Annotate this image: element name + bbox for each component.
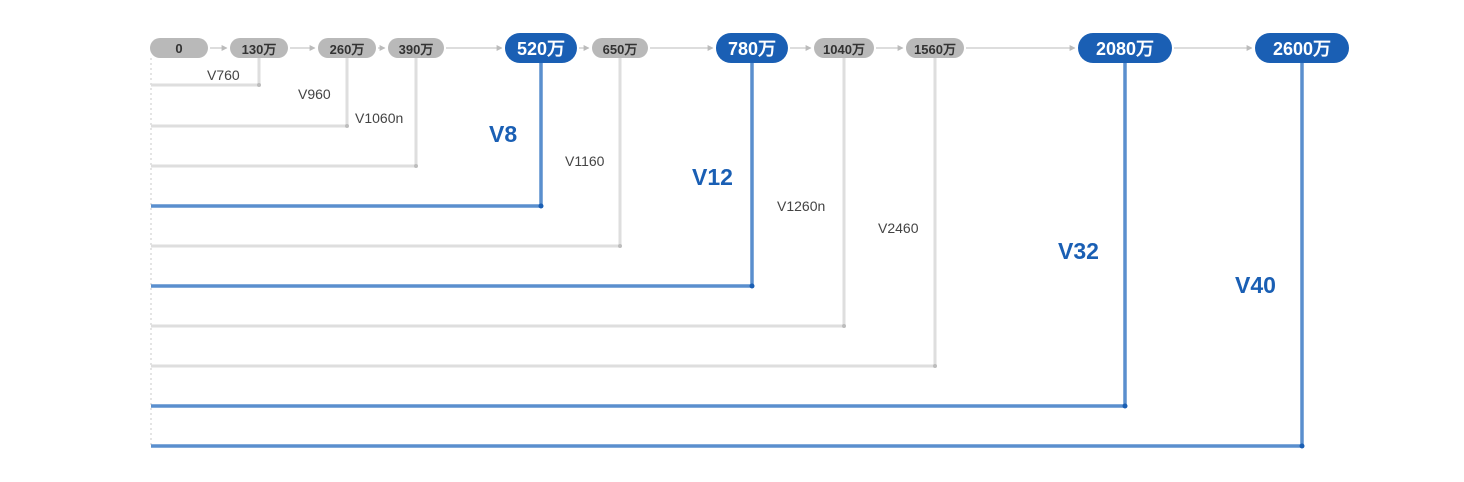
- connector-corner-dot: [414, 164, 418, 168]
- connector-corner-dot: [257, 83, 261, 87]
- connector-v32: [151, 58, 1127, 408]
- milestone-pill: 1040万: [814, 38, 874, 58]
- milestone-pill: 520万: [504, 33, 578, 63]
- milestone-pill: 390万: [388, 38, 444, 58]
- milestone-pill: 2600万: [1255, 33, 1349, 63]
- connector-corner-dot: [933, 364, 937, 368]
- version-label: V1060n: [355, 110, 404, 126]
- connector-corner-dot: [618, 244, 622, 248]
- connector-corner-dot: [1299, 443, 1305, 449]
- milestone-pill: 650万: [592, 38, 648, 58]
- version-label: V1260n: [777, 198, 826, 214]
- version-label: V760: [207, 67, 240, 83]
- connector-corner-dot: [538, 203, 544, 209]
- connector-corner-dot: [842, 324, 846, 328]
- milestone-pill: 2080万: [1078, 33, 1172, 63]
- version-label: V40: [1235, 272, 1276, 298]
- connector-corner-dot: [749, 283, 755, 289]
- version-label: V32: [1058, 238, 1099, 264]
- connector-v40: [151, 58, 1304, 448]
- connector-v760: [151, 58, 261, 87]
- milestone-pill: 0: [150, 38, 208, 58]
- milestone-pill: 260万: [318, 38, 376, 58]
- version-label: V8: [489, 121, 518, 147]
- milestone-pill: 1560万: [906, 38, 964, 58]
- version-label: V2460: [878, 220, 919, 236]
- milestone-pill: 130万: [230, 38, 288, 58]
- version-label: V1160: [565, 153, 605, 169]
- version-label: V960: [298, 86, 331, 102]
- connector-corner-dot: [1122, 403, 1128, 409]
- milestone-pill: 780万: [715, 33, 789, 63]
- connector-v12: [151, 58, 754, 288]
- version-label: V12: [692, 164, 733, 190]
- connector-corner-dot: [345, 124, 349, 128]
